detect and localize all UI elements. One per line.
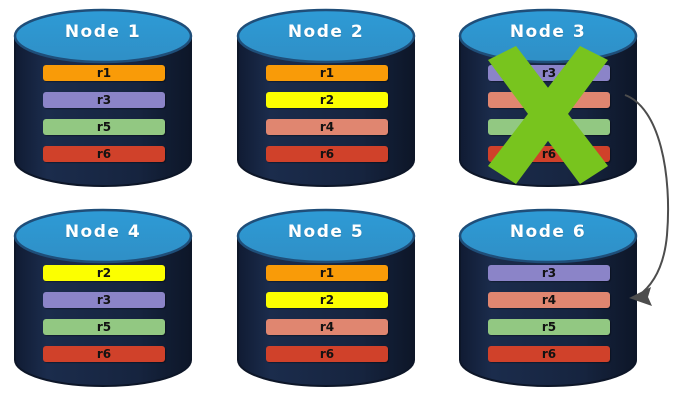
replica-bar[interactable]: r6: [266, 146, 388, 162]
replica-bar[interactable]: r2: [266, 292, 388, 308]
replica-list: r1 r2 r4 r6: [266, 65, 388, 162]
node-5[interactable]: Node 5 r1 r2 r4 r6: [236, 208, 416, 390]
replica-bar[interactable]: r6: [266, 346, 388, 362]
replica-bar[interactable]: r5: [43, 319, 165, 335]
node-4[interactable]: Node 4 r2 r3 r5 r6: [13, 208, 193, 390]
replica-bar[interactable]: r1: [43, 65, 165, 81]
replica-bar[interactable]: r6: [43, 146, 165, 162]
replica-bar[interactable]: r4: [488, 92, 610, 108]
replica-bar[interactable]: r5: [488, 319, 610, 335]
replica-bar[interactable]: r6: [488, 146, 610, 162]
node-6[interactable]: Node 6 r3 r4 r5 r6: [458, 208, 638, 390]
replica-bar[interactable]: r3: [488, 65, 610, 81]
node-3[interactable]: Node 3 r3 r4 r5 r6: [458, 8, 638, 190]
replica-list: r3 r4 r5 r6: [488, 65, 610, 162]
replica-bar[interactable]: r3: [43, 92, 165, 108]
replica-bar[interactable]: r2: [266, 92, 388, 108]
replica-bar[interactable]: r3: [43, 292, 165, 308]
replica-bar[interactable]: r4: [266, 119, 388, 135]
replica-list: r2 r3 r5 r6: [43, 265, 165, 362]
replica-bar[interactable]: r6: [488, 346, 610, 362]
replica-bar[interactable]: r1: [266, 65, 388, 81]
replica-bar[interactable]: r5: [43, 119, 165, 135]
replica-bar[interactable]: r5: [488, 119, 610, 135]
replica-bar[interactable]: r1: [266, 265, 388, 281]
replica-bar[interactable]: r4: [488, 292, 610, 308]
node-2[interactable]: Node 2 r1 r2 r4 r6: [236, 8, 416, 190]
replica-bar[interactable]: r6: [43, 346, 165, 362]
replica-list: r1 r2 r4 r6: [266, 265, 388, 362]
replica-bar[interactable]: r4: [266, 319, 388, 335]
replica-bar[interactable]: r2: [43, 265, 165, 281]
node-1[interactable]: Node 1 r1 r3 r5 r6: [13, 8, 193, 190]
replica-bar[interactable]: r3: [488, 265, 610, 281]
replica-list: r1 r3 r5 r6: [43, 65, 165, 162]
replica-list: r3 r4 r5 r6: [488, 265, 610, 362]
